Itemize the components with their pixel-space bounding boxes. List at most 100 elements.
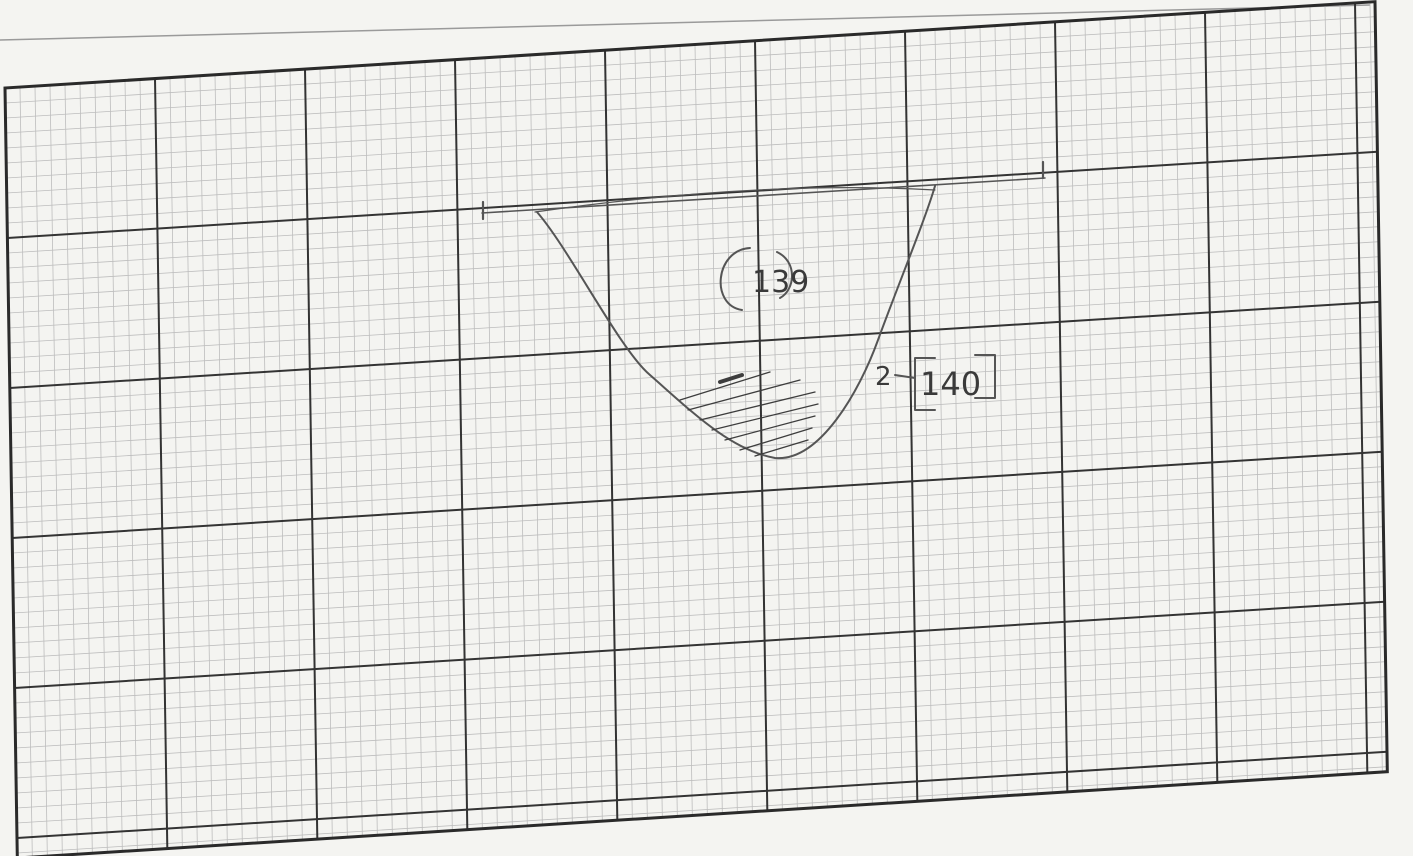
grid-minor-line bbox=[1249, 9, 1263, 780]
grid-minor-line bbox=[229, 73, 243, 844]
grid-minor-line bbox=[919, 30, 933, 801]
grid-minor-line bbox=[349, 66, 363, 837]
grid-minor-line bbox=[13, 556, 1384, 644]
grid-minor-line bbox=[1129, 17, 1143, 788]
grid-minor-line bbox=[1369, 1, 1383, 773]
grid-minor-line bbox=[499, 56, 513, 827]
surface-line-upper bbox=[534, 187, 936, 213]
grid-major-line bbox=[16, 750, 1388, 839]
grid-minor-line bbox=[16, 736, 1387, 824]
grid-minor-line bbox=[11, 436, 1382, 524]
grid-minor-line bbox=[34, 86, 48, 856]
grid-border bbox=[3, 0, 1389, 856]
grid-minor-line bbox=[274, 70, 288, 842]
grid-minor-line bbox=[769, 39, 783, 810]
grid-minor-line bbox=[12, 496, 1383, 584]
grid-minor-line bbox=[994, 25, 1008, 796]
grid-minor-line bbox=[7, 166, 1378, 254]
grid-minor-line bbox=[694, 44, 708, 815]
grid-minor-line bbox=[11, 391, 1382, 479]
grid-minor-line bbox=[1279, 7, 1293, 778]
grid-minor-line bbox=[8, 226, 1379, 314]
grid-minor-line bbox=[949, 28, 963, 799]
grid-minor-line bbox=[6, 106, 1377, 194]
grid-minor-line bbox=[649, 47, 663, 818]
grid-minor-line bbox=[7, 181, 1378, 269]
grid-minor-line bbox=[11, 406, 1382, 494]
grid-minor-line bbox=[1099, 18, 1113, 790]
grid-minor-line bbox=[334, 67, 348, 838]
grid-minor-line bbox=[5, 16, 1376, 104]
grid-minor-line bbox=[109, 81, 123, 852]
grid-major-line bbox=[12, 450, 1383, 539]
grid-major-line bbox=[304, 69, 319, 840]
channel-profile-curve bbox=[536, 185, 936, 460]
grid-minor-line bbox=[1174, 14, 1188, 785]
grid-minor-line bbox=[1084, 19, 1098, 790]
grid-minor-line bbox=[259, 71, 273, 842]
grid-major-line bbox=[1354, 2, 1369, 774]
grid-minor-line bbox=[1069, 20, 1083, 791]
grid-minor-line bbox=[469, 58, 483, 829]
grid-minor-line bbox=[1264, 8, 1278, 779]
box-label-text: 140 bbox=[920, 365, 981, 403]
grid-major-vertical bbox=[154, 2, 1369, 849]
grid-minor-line bbox=[15, 631, 1386, 719]
grid-minor-line bbox=[859, 34, 873, 805]
grid-minor-line bbox=[5, 46, 1376, 134]
grid-minor-line bbox=[139, 79, 153, 850]
grid-minor-line bbox=[16, 721, 1387, 809]
circle-label-left-arc bbox=[719, 247, 751, 311]
grid-minor-line bbox=[1009, 24, 1023, 795]
grid-minor-line bbox=[11, 421, 1382, 509]
grid-minor-line bbox=[9, 271, 1380, 359]
grid-minor-line bbox=[1039, 22, 1053, 793]
grid-major-line bbox=[1054, 21, 1069, 792]
grid-minor-line bbox=[679, 45, 693, 816]
grid-minor-line bbox=[13, 541, 1384, 629]
grid-minor-line bbox=[724, 42, 738, 813]
grid-minor-line bbox=[1219, 11, 1233, 782]
grid-minor-line bbox=[1114, 18, 1128, 789]
grid-minor-line bbox=[814, 36, 828, 807]
grid-minor-line bbox=[544, 53, 558, 825]
grid-minor-line bbox=[799, 37, 813, 808]
grid-minor-line bbox=[5, 31, 1376, 119]
grid-minor-line bbox=[12, 481, 1383, 569]
grid-minor-line bbox=[10, 346, 1381, 434]
grid-minor-line bbox=[844, 35, 858, 806]
grid-minor-line bbox=[979, 26, 993, 797]
grid-minor-line bbox=[5, 61, 1376, 149]
box-label-right-bracket bbox=[974, 354, 996, 399]
grid-minor-line bbox=[10, 331, 1381, 419]
channel-drawing bbox=[481, 160, 1046, 460]
grid-minor-horizontal bbox=[4, 1, 1388, 854]
grid-minor-line bbox=[184, 76, 198, 847]
grid-minor-line bbox=[664, 46, 678, 817]
grid-minor-line bbox=[8, 196, 1379, 284]
surface-line bbox=[481, 177, 1046, 214]
grid-minor-line bbox=[634, 48, 648, 819]
leader-mark-text: 2 bbox=[875, 362, 892, 392]
grid-minor-line bbox=[874, 33, 888, 804]
grid-minor-line bbox=[574, 52, 588, 823]
grid-major-line bbox=[604, 50, 619, 821]
grid-minor-line bbox=[9, 286, 1380, 374]
grid-minor-line bbox=[214, 74, 228, 845]
circle-label-right-arc bbox=[776, 251, 793, 299]
grid-minor-line bbox=[1309, 5, 1323, 776]
grid-minor-line bbox=[589, 51, 603, 822]
hatched-region bbox=[679, 371, 819, 457]
grid-major-line bbox=[1204, 12, 1219, 783]
grid-minor-line bbox=[964, 27, 978, 798]
grid-minor-line bbox=[64, 84, 78, 855]
grid-minor-line bbox=[1294, 6, 1308, 777]
grid-major-line bbox=[9, 300, 1380, 389]
grid-minor-line bbox=[244, 72, 258, 843]
grid-minor-line bbox=[14, 616, 1385, 704]
grid-minor-line bbox=[619, 49, 633, 820]
grid-minor-line bbox=[124, 80, 138, 851]
grid-minor-line bbox=[6, 91, 1377, 179]
grid-minor-line bbox=[424, 61, 438, 832]
